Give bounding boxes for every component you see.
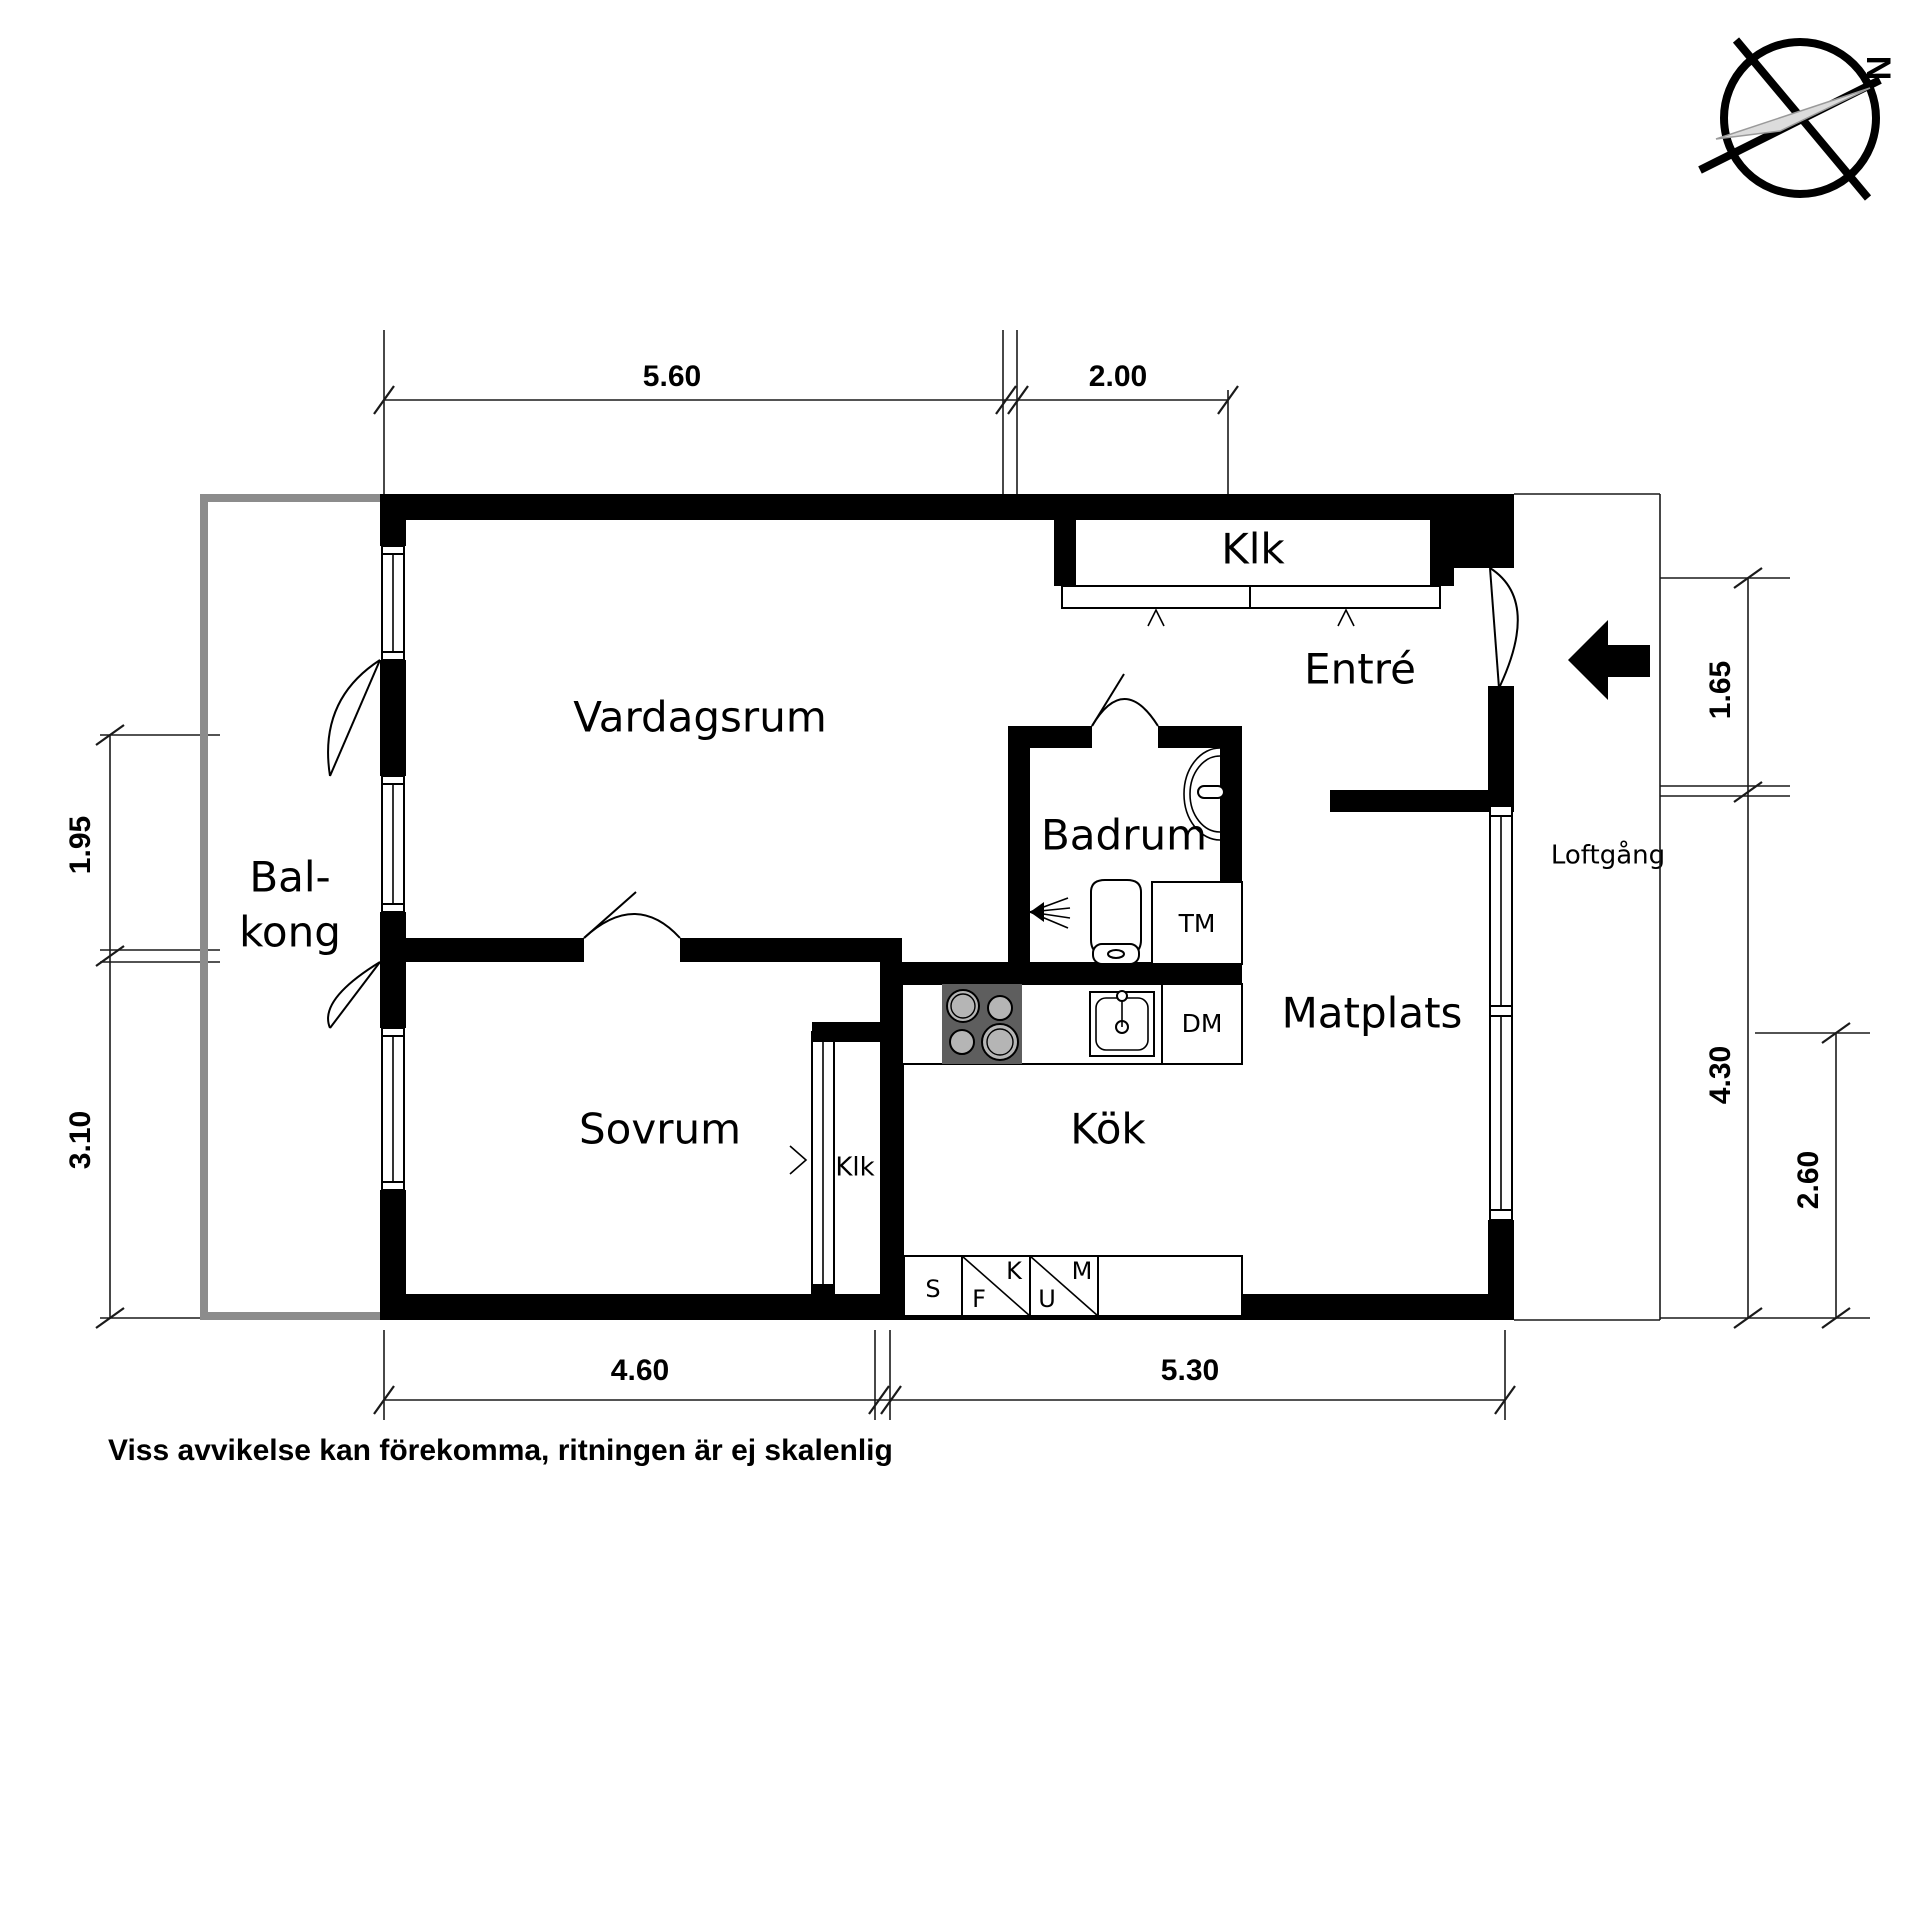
wall-entre-stub <box>1330 790 1514 812</box>
balcony-wall-left <box>200 494 208 1320</box>
dishwasher-dm: DM <box>1161 983 1243 1065</box>
wall-left-seg1 <box>380 494 406 546</box>
wall-entre-door-jamb <box>1454 494 1514 568</box>
room-label-matplats: Matplats <box>1282 989 1463 1038</box>
wall-klk-entre-right <box>1430 520 1454 586</box>
badrum-fixtures: TM <box>1029 747 1243 965</box>
window-loftgang <box>1489 805 1513 1221</box>
balcony: Bal- kong <box>200 494 380 1320</box>
wall-right-entre <box>1488 686 1514 806</box>
bottom-dimensions: 4.60 5.30 <box>373 1330 1516 1420</box>
cabinet-s: S <box>903 1255 963 1317</box>
dimension-top-2-00: 2.00 <box>1089 360 1147 393</box>
window-vardagsrum-2 <box>381 775 405 913</box>
shower-icon <box>1029 897 1071 929</box>
room-label-vardagsrum: Vardagsrum <box>573 693 826 742</box>
klk-entre-closet: Klk <box>1061 520 1441 627</box>
dimension-bottom-4-60: 4.60 <box>611 1354 669 1387</box>
room-label-sovrum: Sovrum <box>579 1105 741 1154</box>
dimension-right-4-30: 4.30 <box>1704 1046 1737 1104</box>
door-badrum <box>1091 673 1159 727</box>
washing-machine-tm: TM <box>1151 881 1243 965</box>
left-dimensions: 1.95 3.10 <box>64 724 220 1329</box>
dimension-top-5-60: 5.60 <box>643 360 701 393</box>
door-entry <box>1489 567 1519 689</box>
wall-top-exterior <box>380 494 1004 520</box>
dimension-left-3-10: 3.10 <box>64 1111 97 1169</box>
k-label: K <box>1006 1257 1023 1285</box>
wall-badrum-left <box>1008 726 1030 984</box>
balcony-label-line1: Bal- <box>249 853 330 902</box>
cabinet-kf: K F <box>961 1255 1031 1317</box>
doors <box>327 567 1650 1029</box>
door-balcony-lower <box>327 961 381 1029</box>
windows <box>381 545 1513 1221</box>
entry-direction-arrow <box>1568 620 1650 700</box>
wall-left-seg3 <box>380 912 406 1028</box>
klk-sovrum-label: Klk <box>835 1153 874 1183</box>
cabinet-plain <box>1097 1255 1243 1317</box>
room-label-loftgang: Loftgång <box>1551 840 1665 871</box>
room-label-badrum: Badrum <box>1041 811 1207 860</box>
klk-sovrum-closet: Klk <box>789 1031 875 1295</box>
apartment-walls <box>380 494 1514 1320</box>
wall-right-lower <box>1488 1220 1514 1320</box>
washbasin-icon <box>1183 747 1225 841</box>
door-balcony-upper <box>327 659 381 777</box>
top-dimensions: 5.60 2.00 <box>373 330 1239 500</box>
disclaimer-note: Viss avvikelse kan förekomma, ritningen … <box>108 1434 893 1467</box>
tm-label: TM <box>1178 909 1216 938</box>
stove-icon <box>942 984 1022 1064</box>
sink-icon <box>1089 990 1155 1057</box>
compass-rose: N <box>1698 37 1897 201</box>
kitchen-counter-bottom: S K F M U <box>903 1255 1243 1317</box>
room-label-kok: Kök <box>1070 1105 1146 1154</box>
compass-north-label: N <box>1859 56 1897 81</box>
window-vardagsrum-1 <box>381 545 405 661</box>
m-label: M <box>1072 1257 1093 1285</box>
dimension-right-2-60: 2.60 <box>1792 1151 1825 1209</box>
wall-badrum-bottom <box>1008 962 1242 984</box>
balcony-wall-top <box>200 494 380 502</box>
wall-top-exterior-right <box>1004 494 1514 520</box>
toilet-icon <box>1090 879 1142 965</box>
window-sovrum <box>381 1027 405 1191</box>
wall-badrum-top-right <box>1158 726 1242 748</box>
f-label: F <box>972 1285 986 1313</box>
dimension-left-1-95: 1.95 <box>64 816 97 874</box>
dimension-bottom-5-30: 5.30 <box>1161 1354 1219 1387</box>
room-labels: Vardagsrum Sovrum Kök Badrum Matplats En… <box>573 645 1665 1154</box>
wall-klk-entre-left <box>1054 520 1076 586</box>
wall-badrum-top-left <box>1008 726 1092 748</box>
wall-kok-top <box>902 962 1032 984</box>
s-label: S <box>925 1275 940 1303</box>
wall-sovrum-kok-vertical <box>880 962 904 1320</box>
wall-left-seg2 <box>380 660 406 776</box>
loftgang-boundary <box>1514 493 1661 1321</box>
right-dimensions: 1.65 4.30 2.60 <box>1660 567 1870 1329</box>
wall-vardagsrum-sovrum-right <box>680 938 902 962</box>
dm-label: DM <box>1182 1009 1223 1038</box>
u-label: U <box>1038 1285 1056 1313</box>
balcony-label-line2: kong <box>239 908 341 957</box>
cabinet-mu: M U <box>1029 1255 1099 1317</box>
klk-entre-label: Klk <box>1221 525 1285 574</box>
kitchen-counter-top: DM <box>901 983 1243 1065</box>
door-sovrum <box>583 891 681 939</box>
room-label-entre: Entré <box>1304 645 1416 694</box>
dimension-right-1-65: 1.65 <box>1704 661 1737 719</box>
wall-vardagsrum-sovrum-left <box>380 938 584 962</box>
balcony-wall-bottom <box>200 1312 380 1320</box>
